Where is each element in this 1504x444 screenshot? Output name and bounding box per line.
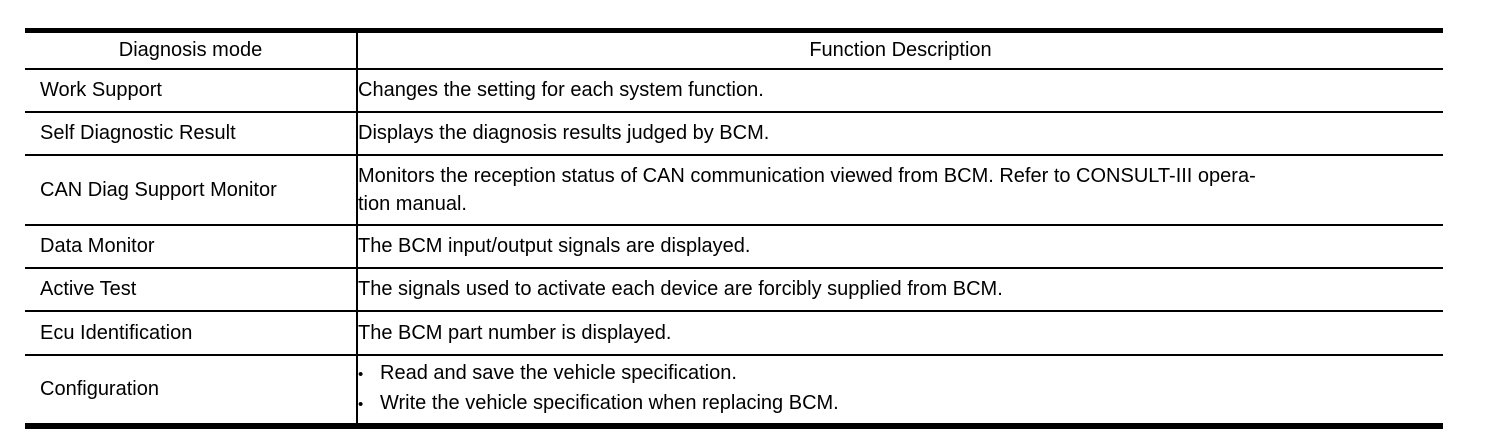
column-header-diagnosis-mode: Diagnosis mode [25,30,358,70]
diagnosis-mode-table: Diagnosis mode Function Description Work… [25,28,1443,429]
cell-diagnosis-mode: Work Support [25,68,358,113]
table-row: Active Test The signals used to activate… [25,267,1443,312]
column-header-function-description: Function Description [357,30,1443,70]
bullet-icon: • [358,366,364,383]
table-row: Self Diagnostic Result Displays the diag… [25,111,1443,156]
table-row: Ecu Identification The BCM part number i… [25,310,1443,356]
cell-function-description: The BCM input/output signals are display… [357,224,1443,269]
table-row: Data Monitor The BCM input/output signal… [25,224,1443,269]
table-row: CAN Diag Support Monitor Monitors the re… [25,154,1443,226]
cell-diagnosis-mode: Configuration [25,354,358,426]
bullet-item: • Read and save the vehicle specificatio… [358,359,1443,389]
cell-function-description: The BCM part number is displayed. [357,310,1443,356]
cell-diagnosis-mode: Ecu Identification [25,310,358,356]
table-row: Work Support Changes the setting for eac… [25,68,1443,113]
description-line: tion manual. [358,192,467,215]
cell-diagnosis-mode: Data Monitor [25,224,358,269]
cell-diagnosis-mode: Active Test [25,267,358,312]
cell-diagnosis-mode: Self Diagnostic Result [25,111,358,156]
bullet-icon: • [358,396,364,413]
table-row: Configuration • Read and save the vehicl… [25,354,1443,426]
table-header-row: Diagnosis mode Function Description [25,30,1443,70]
cell-diagnosis-mode: CAN Diag Support Monitor [25,154,358,226]
cell-function-description: The signals used to activate each device… [357,267,1443,312]
cell-function-description: Monitors the reception status of CAN com… [357,154,1443,226]
bullet-item: • Write the vehicle specification when r… [358,389,1443,419]
cell-function-description: • Read and save the vehicle specificatio… [357,355,1443,426]
cell-function-description: Displays the diagnosis results judged by… [357,111,1443,156]
cell-function-description: Changes the setting for each system func… [357,68,1443,113]
bullet-item-text: Read and save the vehicle specification. [380,362,737,384]
bullet-item-text: Write the vehicle specification when rep… [380,392,839,414]
description-line: Monitors the reception status of CAN com… [358,164,1256,187]
